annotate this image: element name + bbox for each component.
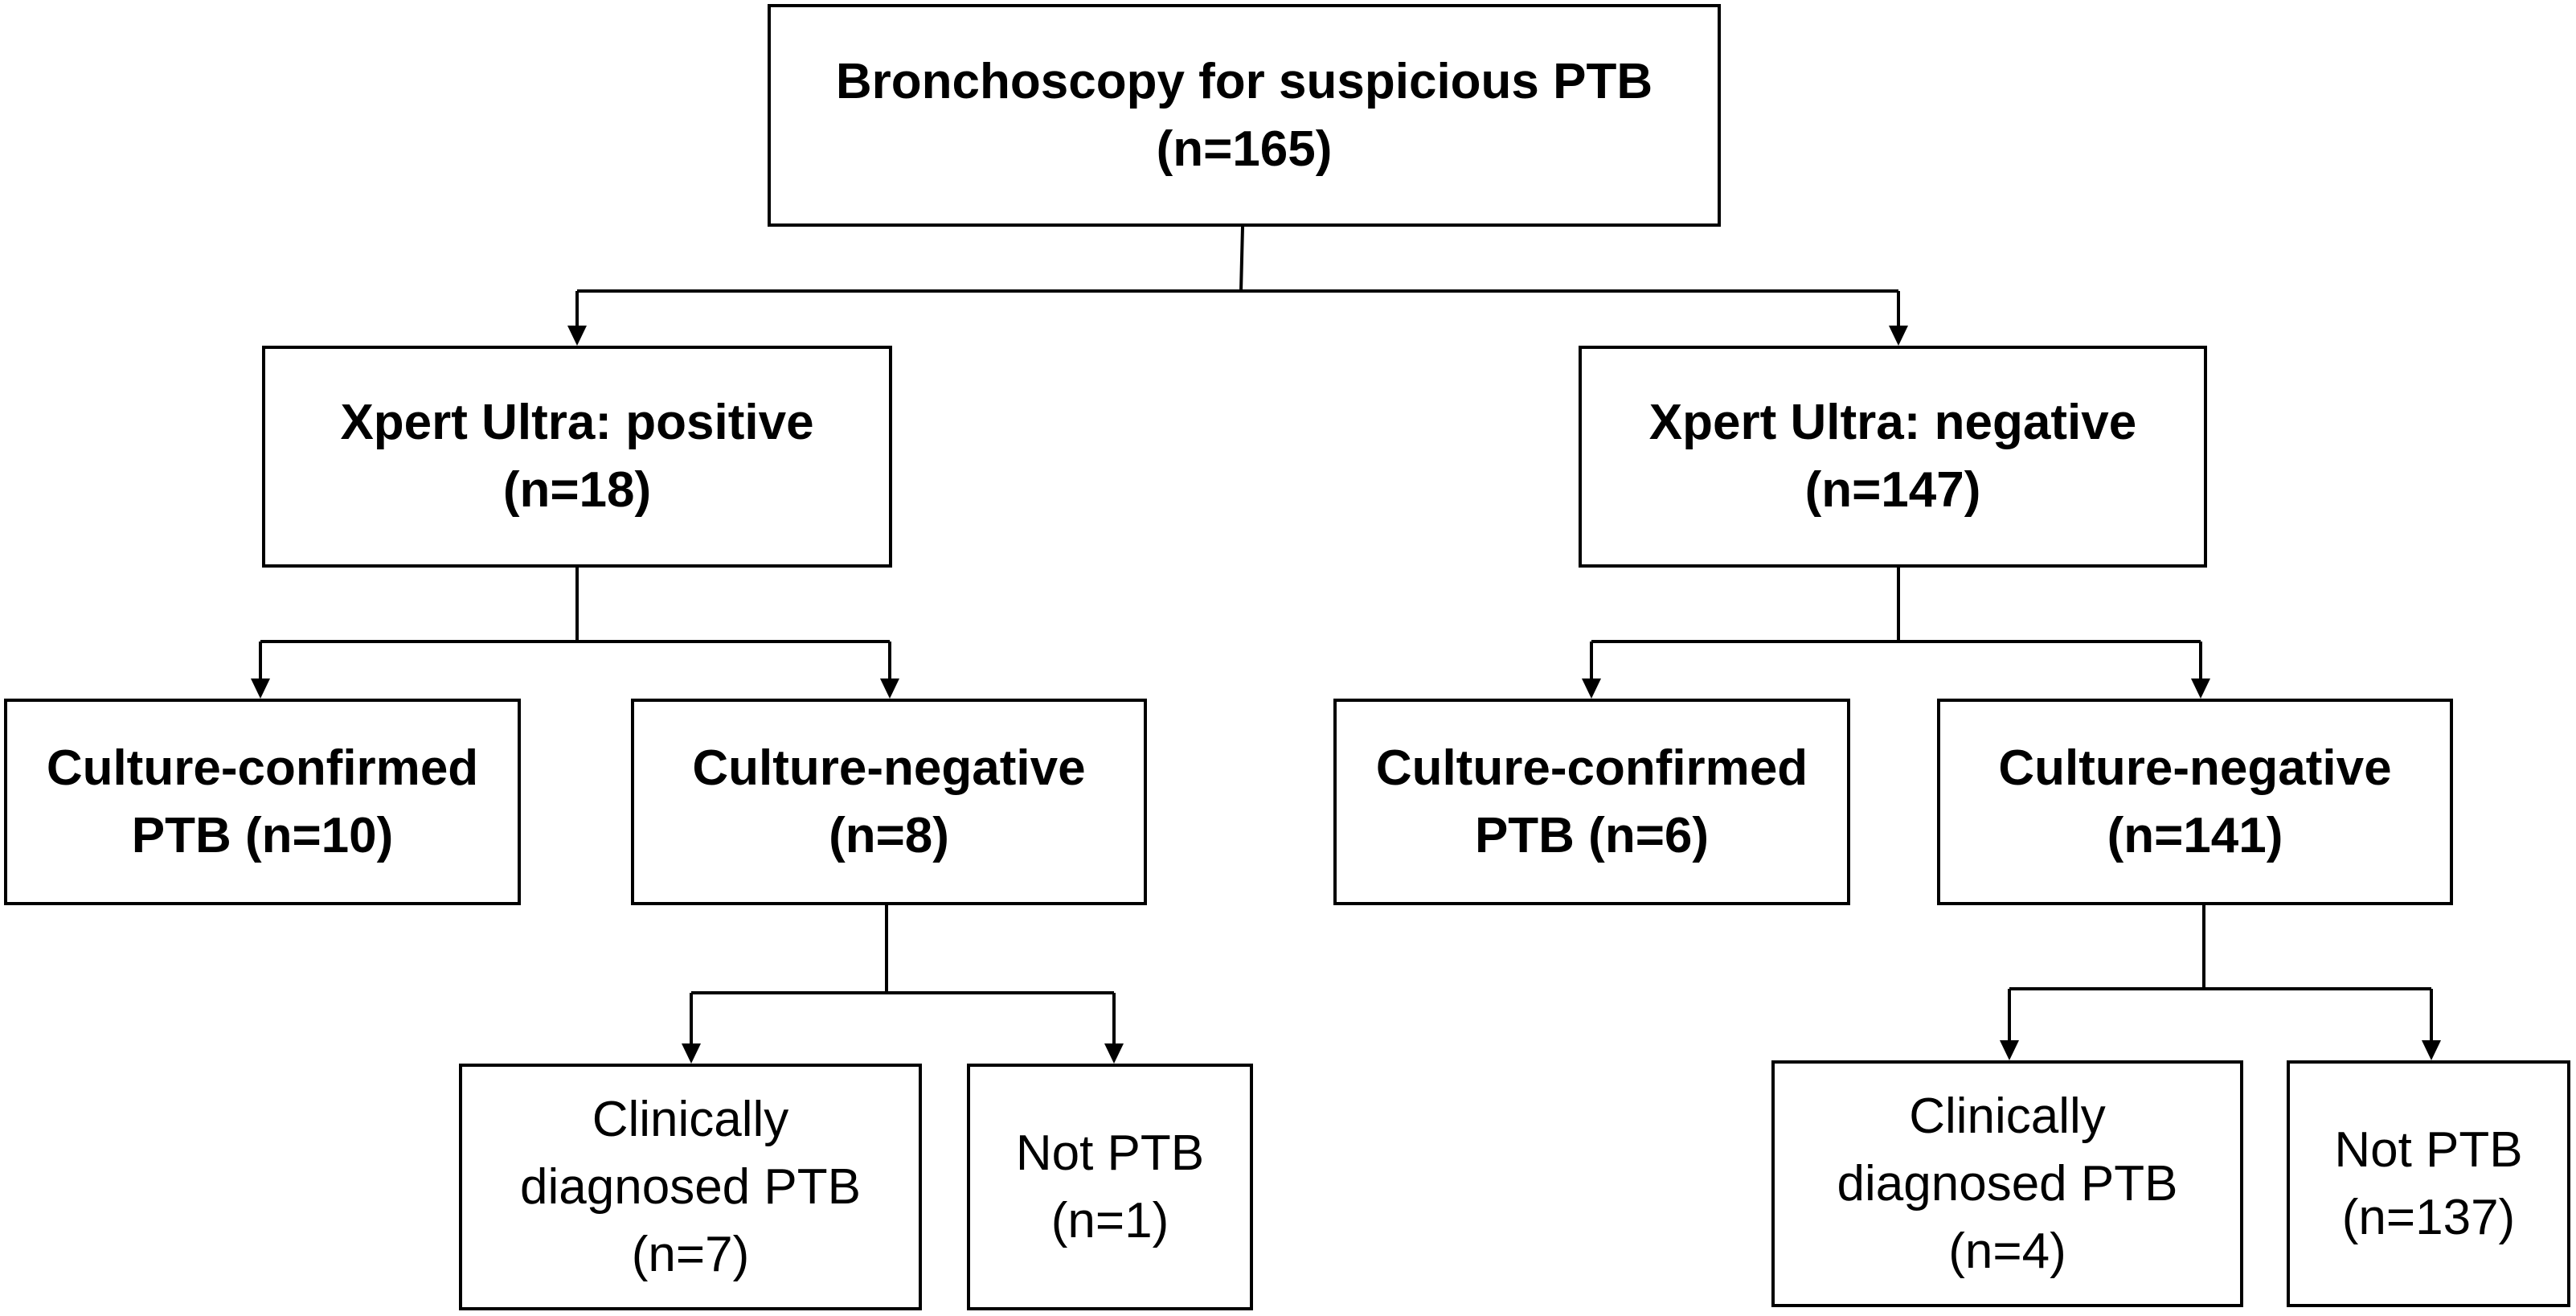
arrowhead-neg-culture-negative [2191,678,2210,699]
node-neg-clinically-diagnosed: Clinically diagnosed PTB (n=4) [1771,1060,2243,1307]
node-pos-not-ptb: Not PTB (n=1) [967,1064,1253,1310]
node-neg-clinically-diagnosed-line-3: (n=4) [1948,1223,2066,1279]
node-pos-not-ptb-line-2: (n=1) [1050,1192,1169,1248]
arrowhead-pos-not-ptb [1104,1043,1124,1064]
node-pos-culture-negative: Culture-negative (n=8) [631,699,1147,905]
node-neg-culture-negative-line-2: (n=141) [2107,807,2283,863]
node-pos-culture-negative-line-2: (n=8) [829,807,949,863]
arrowhead-pos-culture-negative [880,678,899,699]
node-neg-not-ptb-line-2: (n=137) [2341,1189,2516,1245]
node-xpert-ultra-positive-line-2: (n=18) [502,462,652,518]
node-neg-culture-confirmed: Culture-confirmed PTB (n=6) [1333,699,1850,905]
arrowhead-neg-clinical [2000,1040,2019,1060]
node-bronchoscopy-line-2: (n=165) [1156,121,1333,177]
node-neg-culture-confirmed-line-2: PTB (n=6) [1474,807,1710,863]
node-pos-culture-confirmed-line-1: Culture-confirmed [46,740,479,796]
node-neg-not-ptb-line-1: Not PTB [2334,1121,2523,1178]
node-pos-culture-negative-line-1: Culture-negative [692,740,1086,796]
node-neg-culture-negative: Culture-negative (n=141) [1937,699,2453,905]
arrowhead-neg-not-ptb [2422,1040,2441,1060]
arrowhead-neg-culture-confirmed [1582,678,1601,699]
node-xpert-ultra-positive-line-1: Xpert Ultra: positive [340,395,814,450]
node-bronchoscopy-line-1: Bronchoscopy for suspicious PTB [835,53,1653,109]
node-xpert-ultra-positive: Xpert Ultra: positive (n=18) [262,346,892,568]
node-pos-clinically-diagnosed-line-1: Clinically [592,1091,789,1147]
node-neg-not-ptb: Not PTB (n=137) [2287,1060,2570,1307]
node-neg-culture-negative-line-1: Culture-negative [1998,740,2392,796]
node-pos-clinically-diagnosed: Clinically diagnosed PTB (n=7) [459,1064,922,1310]
node-pos-clinically-diagnosed-line-3: (n=7) [631,1226,750,1282]
node-pos-culture-confirmed: Culture-confirmed PTB (n=10) [4,699,521,905]
node-pos-not-ptb-line-1: Not PTB [1015,1125,1205,1181]
node-bronchoscopy: Bronchoscopy for suspicious PTB (n=165) [768,4,1721,227]
arrowhead-xpert-pos [567,326,587,346]
connector-root-stem [1239,226,1244,292]
node-neg-culture-confirmed-line-1: Culture-confirmed [1375,740,1808,796]
node-neg-clinically-diagnosed-line-2: diagnosed PTB [1837,1155,2178,1211]
node-pos-culture-confirmed-line-2: PTB (n=10) [131,807,394,863]
node-xpert-ultra-negative-line-2: (n=147) [1804,462,1981,518]
arrowhead-pos-clinical [682,1043,701,1064]
node-xpert-ultra-negative-line-1: Xpert Ultra: negative [1648,395,2137,450]
arrowhead-xpert-neg [1889,326,1908,346]
node-xpert-ultra-negative: Xpert Ultra: negative (n=147) [1579,346,2207,568]
node-neg-clinically-diagnosed-line-1: Clinically [1909,1088,2106,1144]
arrowhead-pos-culture-confirmed [251,678,270,699]
node-pos-clinically-diagnosed-line-2: diagnosed PTB [520,1158,861,1215]
